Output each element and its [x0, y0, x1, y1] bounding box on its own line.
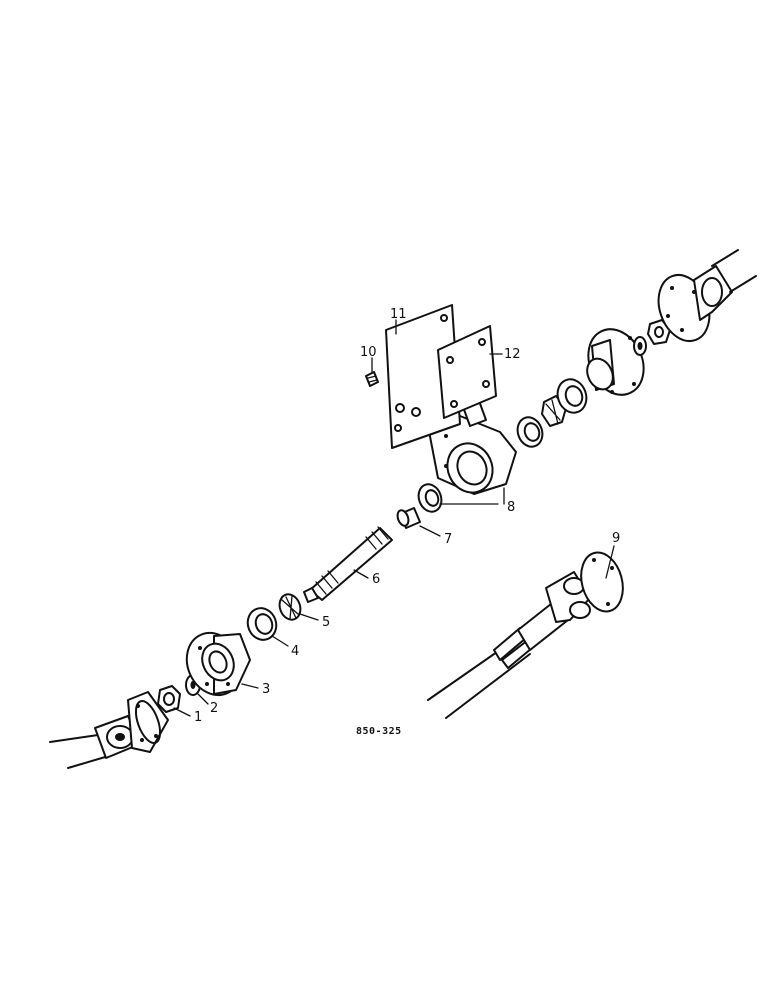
label-4: 4 — [291, 644, 299, 659]
lower-left-driveshaft — [49, 691, 169, 769]
figure-code: 850-325 — [356, 726, 402, 737]
upper-right-assembly — [541, 319, 671, 427]
part-12-plate — [437, 325, 497, 419]
upper-right-driveshaft — [657, 249, 757, 342]
part-9-driveshaft — [427, 551, 624, 719]
label-11: 11 — [390, 307, 407, 322]
label-2: 2 — [210, 701, 218, 716]
part-labels: 1 2 3 4 5 6 7 8 9 10 11 12 — [194, 307, 620, 725]
label-12: 12 — [504, 347, 521, 362]
label-3: 3 — [262, 682, 270, 697]
part-3-flange — [185, 631, 251, 697]
label-7: 7 — [444, 532, 452, 547]
part-4-bearing — [246, 607, 278, 641]
label-1: 1 — [194, 710, 202, 725]
part-10-bolt — [365, 371, 379, 387]
part-11-plate — [385, 304, 461, 449]
label-5: 5 — [322, 615, 330, 630]
label-9: 9 — [612, 531, 620, 546]
part-7-bushing — [396, 507, 421, 529]
label-8: 8 — [507, 500, 515, 515]
leader-lines — [173, 319, 615, 717]
label-10: 10 — [360, 345, 377, 360]
label-6: 6 — [372, 572, 380, 587]
part-6-shaft — [303, 526, 393, 603]
part-1-nut — [157, 685, 181, 713]
part-5-bearing-cone — [278, 593, 302, 621]
